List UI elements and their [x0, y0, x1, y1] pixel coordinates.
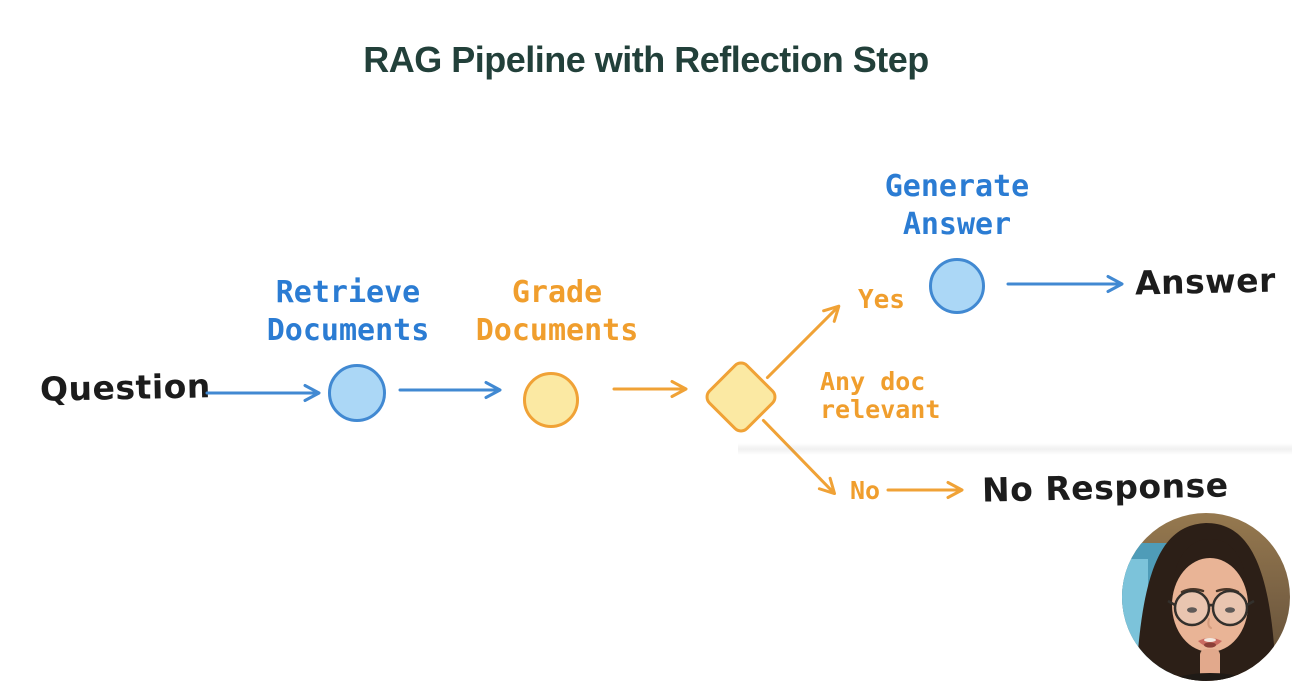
decision-caption: Any doc relevant: [820, 368, 940, 424]
yes-label: Yes: [858, 285, 905, 315]
arrow-decision-yes: [758, 296, 849, 387]
grade-documents-node: [523, 372, 579, 428]
presenter-eyebrow-left: [1180, 588, 1205, 594]
presenter-avatar: [1122, 513, 1290, 681]
retrieve-label-line1: Retrieve: [275, 275, 421, 310]
grade-documents-label: Grade Documents: [457, 274, 657, 350]
glasses-temples: [1167, 599, 1255, 607]
no-label: No: [850, 476, 881, 505]
glasses-bridge: [1208, 603, 1214, 607]
presenter-hairline: [1172, 539, 1248, 595]
generate-answer-node: [929, 258, 985, 314]
presenter-eye-left: [1187, 607, 1197, 613]
presenter-neck: [1200, 649, 1220, 681]
retrieve-documents-label: Retrieve Documents: [248, 274, 448, 350]
question-label: Question: [39, 366, 212, 409]
background-artifact-line: [738, 443, 1292, 455]
generate-answer-label: Generate Answer: [857, 168, 1057, 244]
presenter-eye-right: [1225, 607, 1235, 613]
presenter-nose: [1207, 618, 1212, 629]
glasses-lens-right: [1211, 589, 1249, 627]
decision-caption-line2: relevant: [820, 395, 941, 424]
glasses-lens-left: [1173, 589, 1211, 627]
arrow-grade-to-decision: [612, 377, 688, 401]
arrow-question-to-retrieve: [205, 381, 321, 405]
generate-label-line2: Answer: [902, 207, 1012, 242]
arrow-retrieve-to-grade: [398, 378, 502, 402]
presenter-mouth: [1204, 642, 1216, 648]
decision-caption-line1: Any doc: [820, 367, 926, 396]
arrow-no-to-response: [886, 478, 964, 502]
grade-label-line2: Documents: [475, 313, 639, 348]
arrow-decision-no: [753, 411, 844, 504]
webcam-overlay: [1122, 513, 1290, 681]
arrow-generate-to-answer: [1006, 272, 1124, 296]
no-response-label: No Response: [981, 465, 1229, 510]
generate-label-line1: Generate: [884, 169, 1030, 204]
presenter-teeth: [1204, 638, 1216, 642]
retrieve-documents-node: [328, 364, 386, 422]
slide-title: RAG Pipeline with Reflection Step: [363, 39, 929, 80]
answer-label: Answer: [1134, 260, 1277, 303]
grade-label-line1: Grade: [511, 275, 603, 310]
retrieve-label-line2: Documents: [266, 313, 430, 348]
